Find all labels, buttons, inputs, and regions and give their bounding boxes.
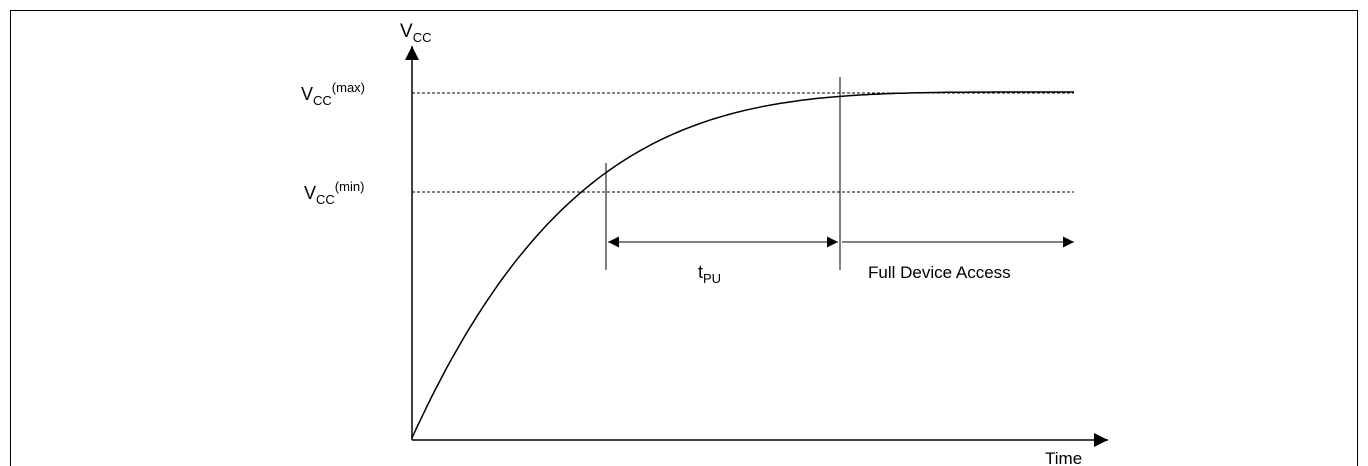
x-axis-label: Time bbox=[1045, 449, 1082, 466]
vcc-rise-curve bbox=[411, 91, 1074, 439]
y-axis-label: VCC bbox=[400, 21, 431, 45]
diagram-frame bbox=[10, 10, 1358, 466]
vcc-min-label: VCC(min) bbox=[304, 179, 364, 207]
tpu-label: tPU bbox=[698, 262, 721, 286]
full-device-access-label: Full Device Access bbox=[868, 263, 1011, 282]
vcc-max-label: VCC(max) bbox=[301, 80, 365, 108]
